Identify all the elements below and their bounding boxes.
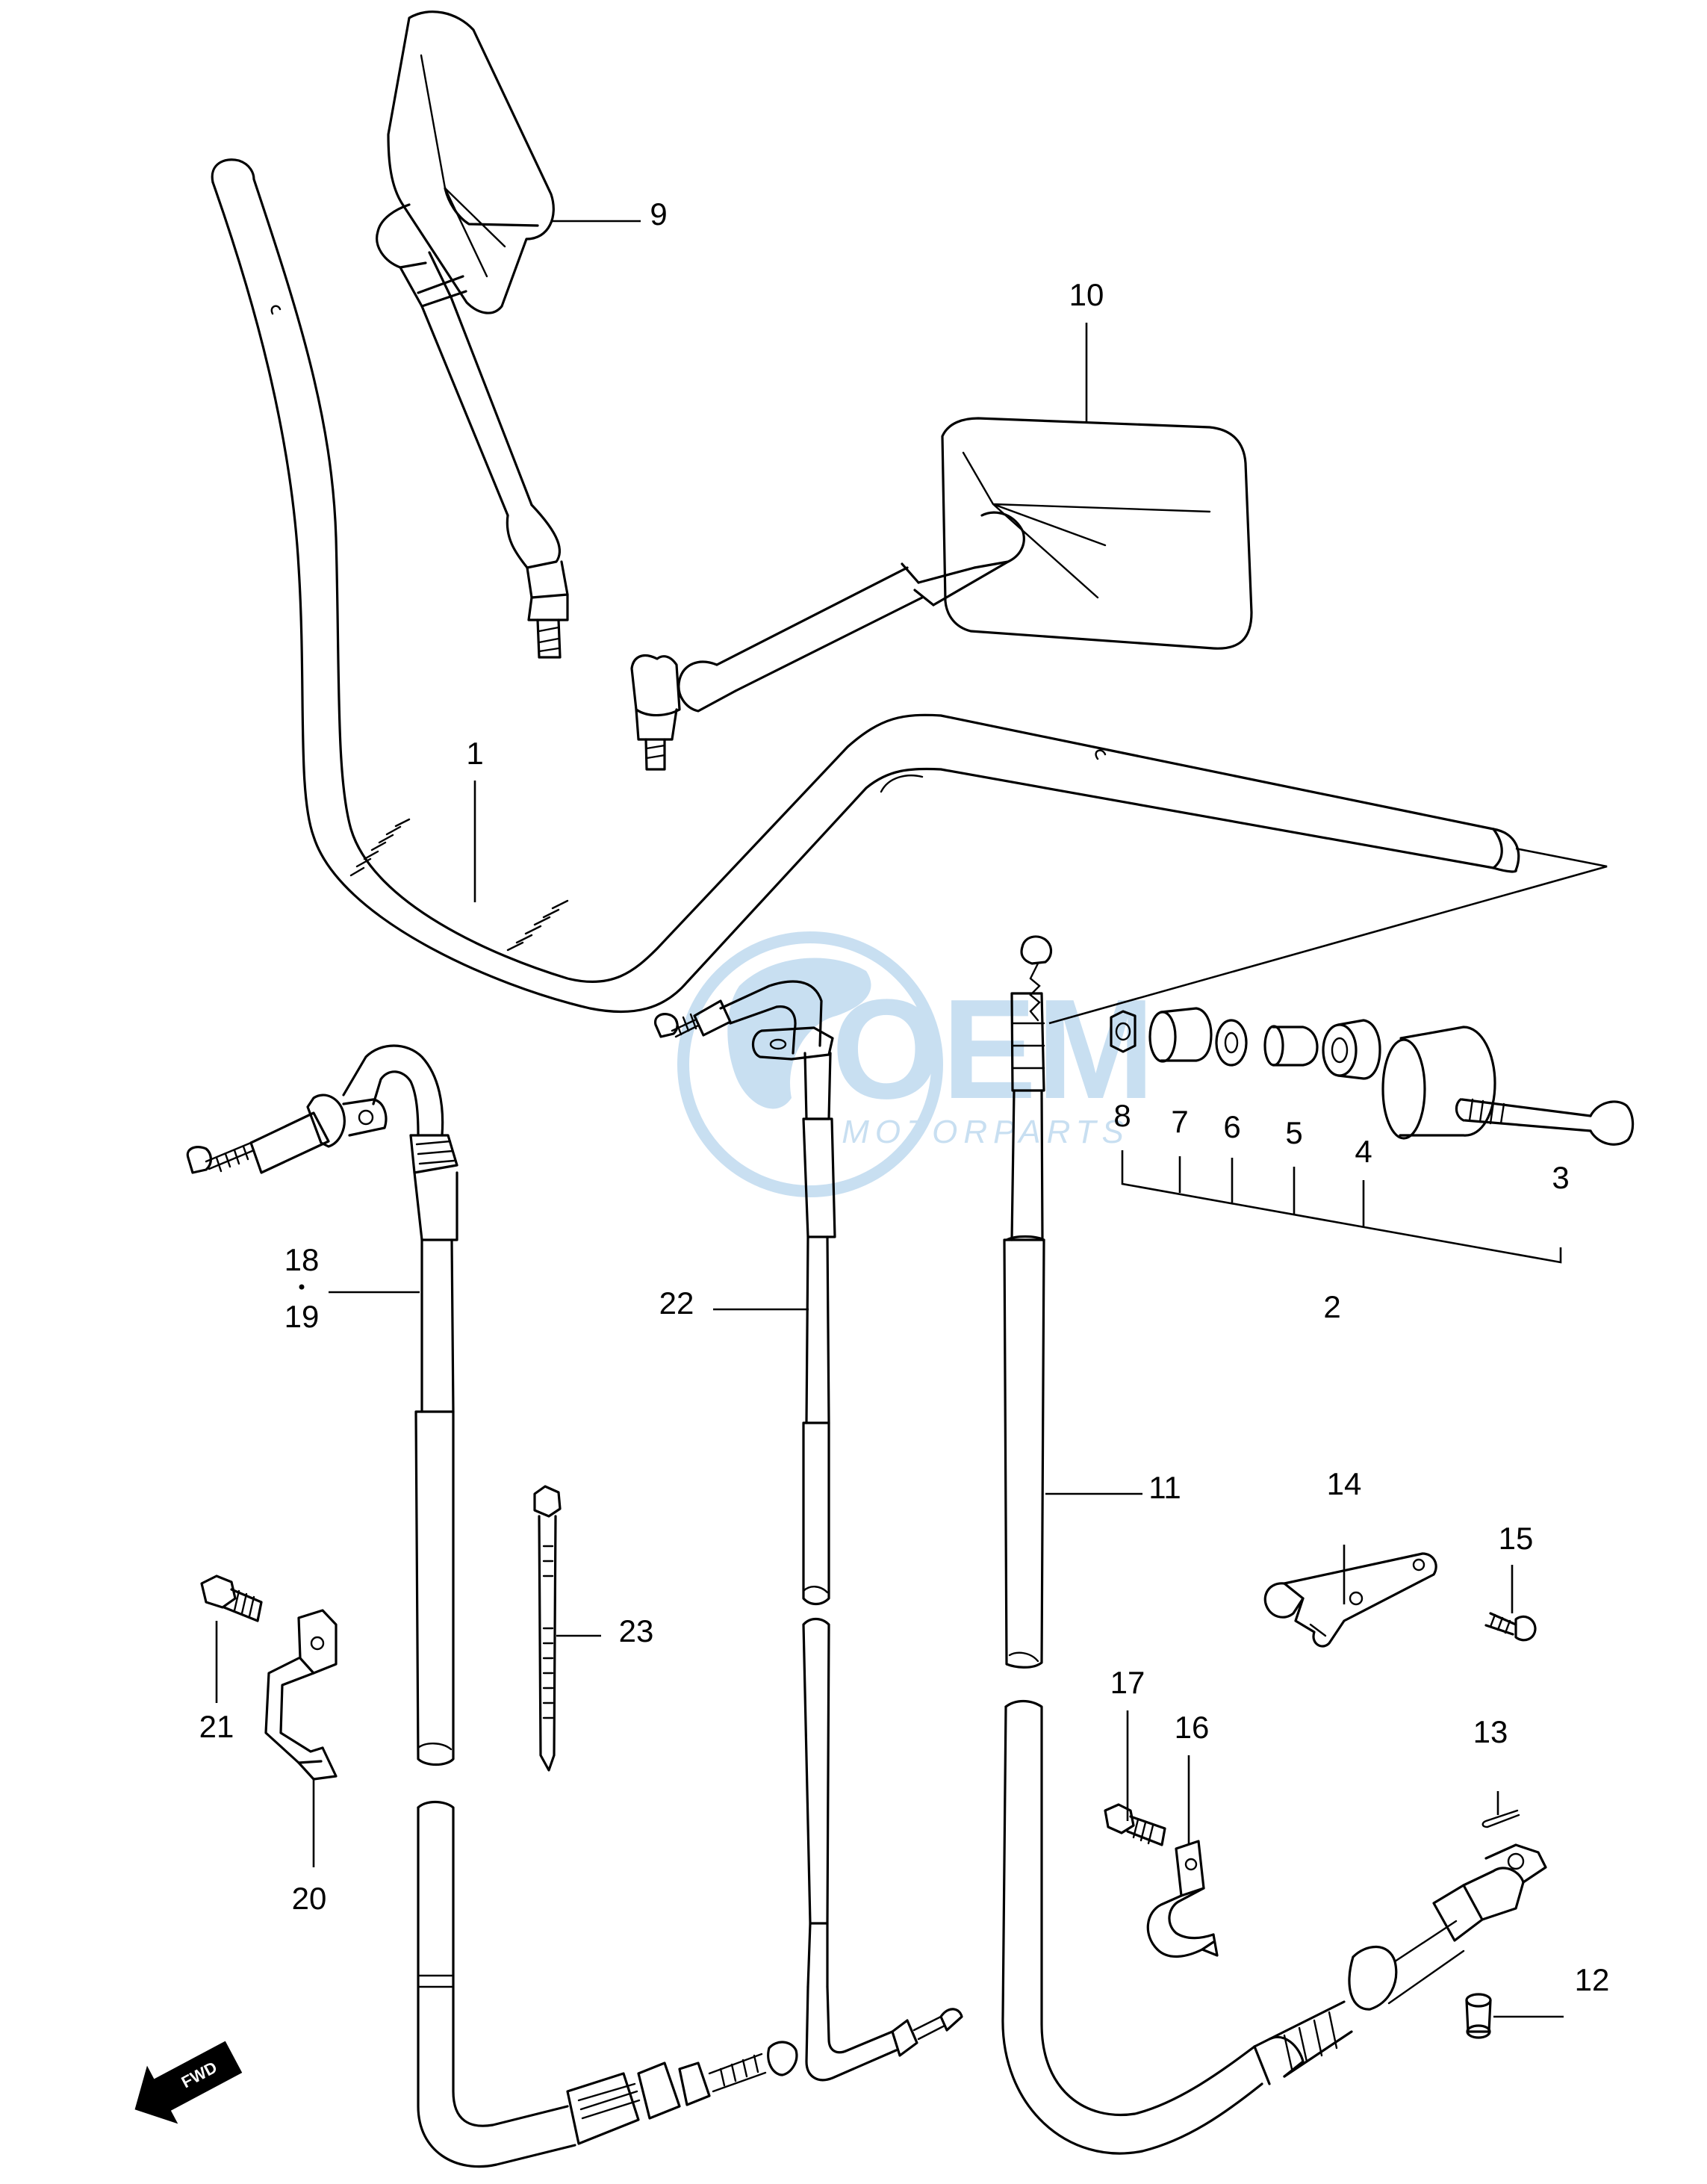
- cotter-pin: [1481, 1809, 1520, 1828]
- handlebar-knurl: [349, 818, 569, 952]
- bolt-17: [1104, 1803, 1166, 1846]
- balancer-weight: [1381, 1026, 1496, 1140]
- callout-21: 21: [199, 1709, 234, 1744]
- right-mirror: [630, 417, 1253, 771]
- callout-7: 7: [1171, 1104, 1188, 1139]
- callout-23: 23: [619, 1613, 654, 1648]
- cable-clamp: [1146, 1840, 1219, 1958]
- callout-12: 12: [1575, 1962, 1610, 1997]
- callout-18: 18: [284, 1242, 320, 1277]
- callout-4: 4: [1355, 1134, 1372, 1169]
- callout-16: 16: [1175, 1710, 1210, 1745]
- bolt-21: [200, 1575, 263, 1622]
- left-mirror: [376, 10, 569, 659]
- leader-lines: [215, 220, 1564, 2018]
- callout-1: 1: [466, 736, 483, 771]
- clutch-cable: [1001, 935, 1547, 2155]
- screw-15: [1484, 1612, 1537, 1642]
- cable-guide: [264, 1609, 338, 1781]
- callout-2: 2: [1323, 1289, 1340, 1324]
- callout-8: 8: [1113, 1098, 1131, 1133]
- callout-20: 20: [292, 1881, 327, 1916]
- bracket-lever: [1263, 1552, 1437, 1648]
- throttle-cable: [653, 980, 963, 2082]
- callout-17: 17: [1110, 1665, 1145, 1700]
- callout-5: 5: [1285, 1115, 1302, 1150]
- spacer: [1148, 1007, 1213, 1063]
- watermark: OEM MOTORPARTS: [677, 931, 1155, 1197]
- callout-10: 10: [1069, 277, 1104, 312]
- callout-13: 13: [1473, 1714, 1508, 1749]
- fwd-direction-badge: FWD: [134, 2041, 243, 2124]
- collar: [1263, 1025, 1319, 1067]
- callout-22: 22: [659, 1285, 694, 1321]
- balancer-assembly: [1048, 847, 1635, 1264]
- watermark-globe: [677, 931, 943, 1197]
- balancer-assembly-projection: [1048, 847, 1608, 1025]
- watermark-tagline: MOTORPARTS: [842, 1114, 1130, 1150]
- callout-6: 6: [1223, 1109, 1240, 1144]
- nut: [1110, 1010, 1137, 1053]
- watermark-continents: [727, 958, 871, 1109]
- cushion: [1322, 1019, 1381, 1080]
- callout-3: 3: [1552, 1160, 1569, 1195]
- callout-19: 19: [284, 1299, 320, 1334]
- callout-14: 14: [1327, 1466, 1362, 1501]
- callout-9: 9: [650, 196, 667, 232]
- callout-labels: 1 2 3 4 5 6 7 8 9 10 11 12 13 14 15 16 1…: [199, 196, 1610, 1997]
- watermark-brand: OEM: [832, 970, 1155, 1129]
- callout-separator-dot: [299, 1284, 305, 1290]
- callout-15: 15: [1499, 1521, 1534, 1556]
- pin: [1465, 1993, 1492, 2039]
- throttle-cable-pulling-returning: [186, 1044, 798, 2168]
- washer: [1215, 1019, 1248, 1067]
- screw: [1455, 1098, 1635, 1146]
- balancer-bracket: [1121, 1150, 1562, 1264]
- cable-tie: [533, 1485, 562, 1772]
- callout-11: 11: [1148, 1470, 1181, 1505]
- handlebar: [211, 158, 1520, 1014]
